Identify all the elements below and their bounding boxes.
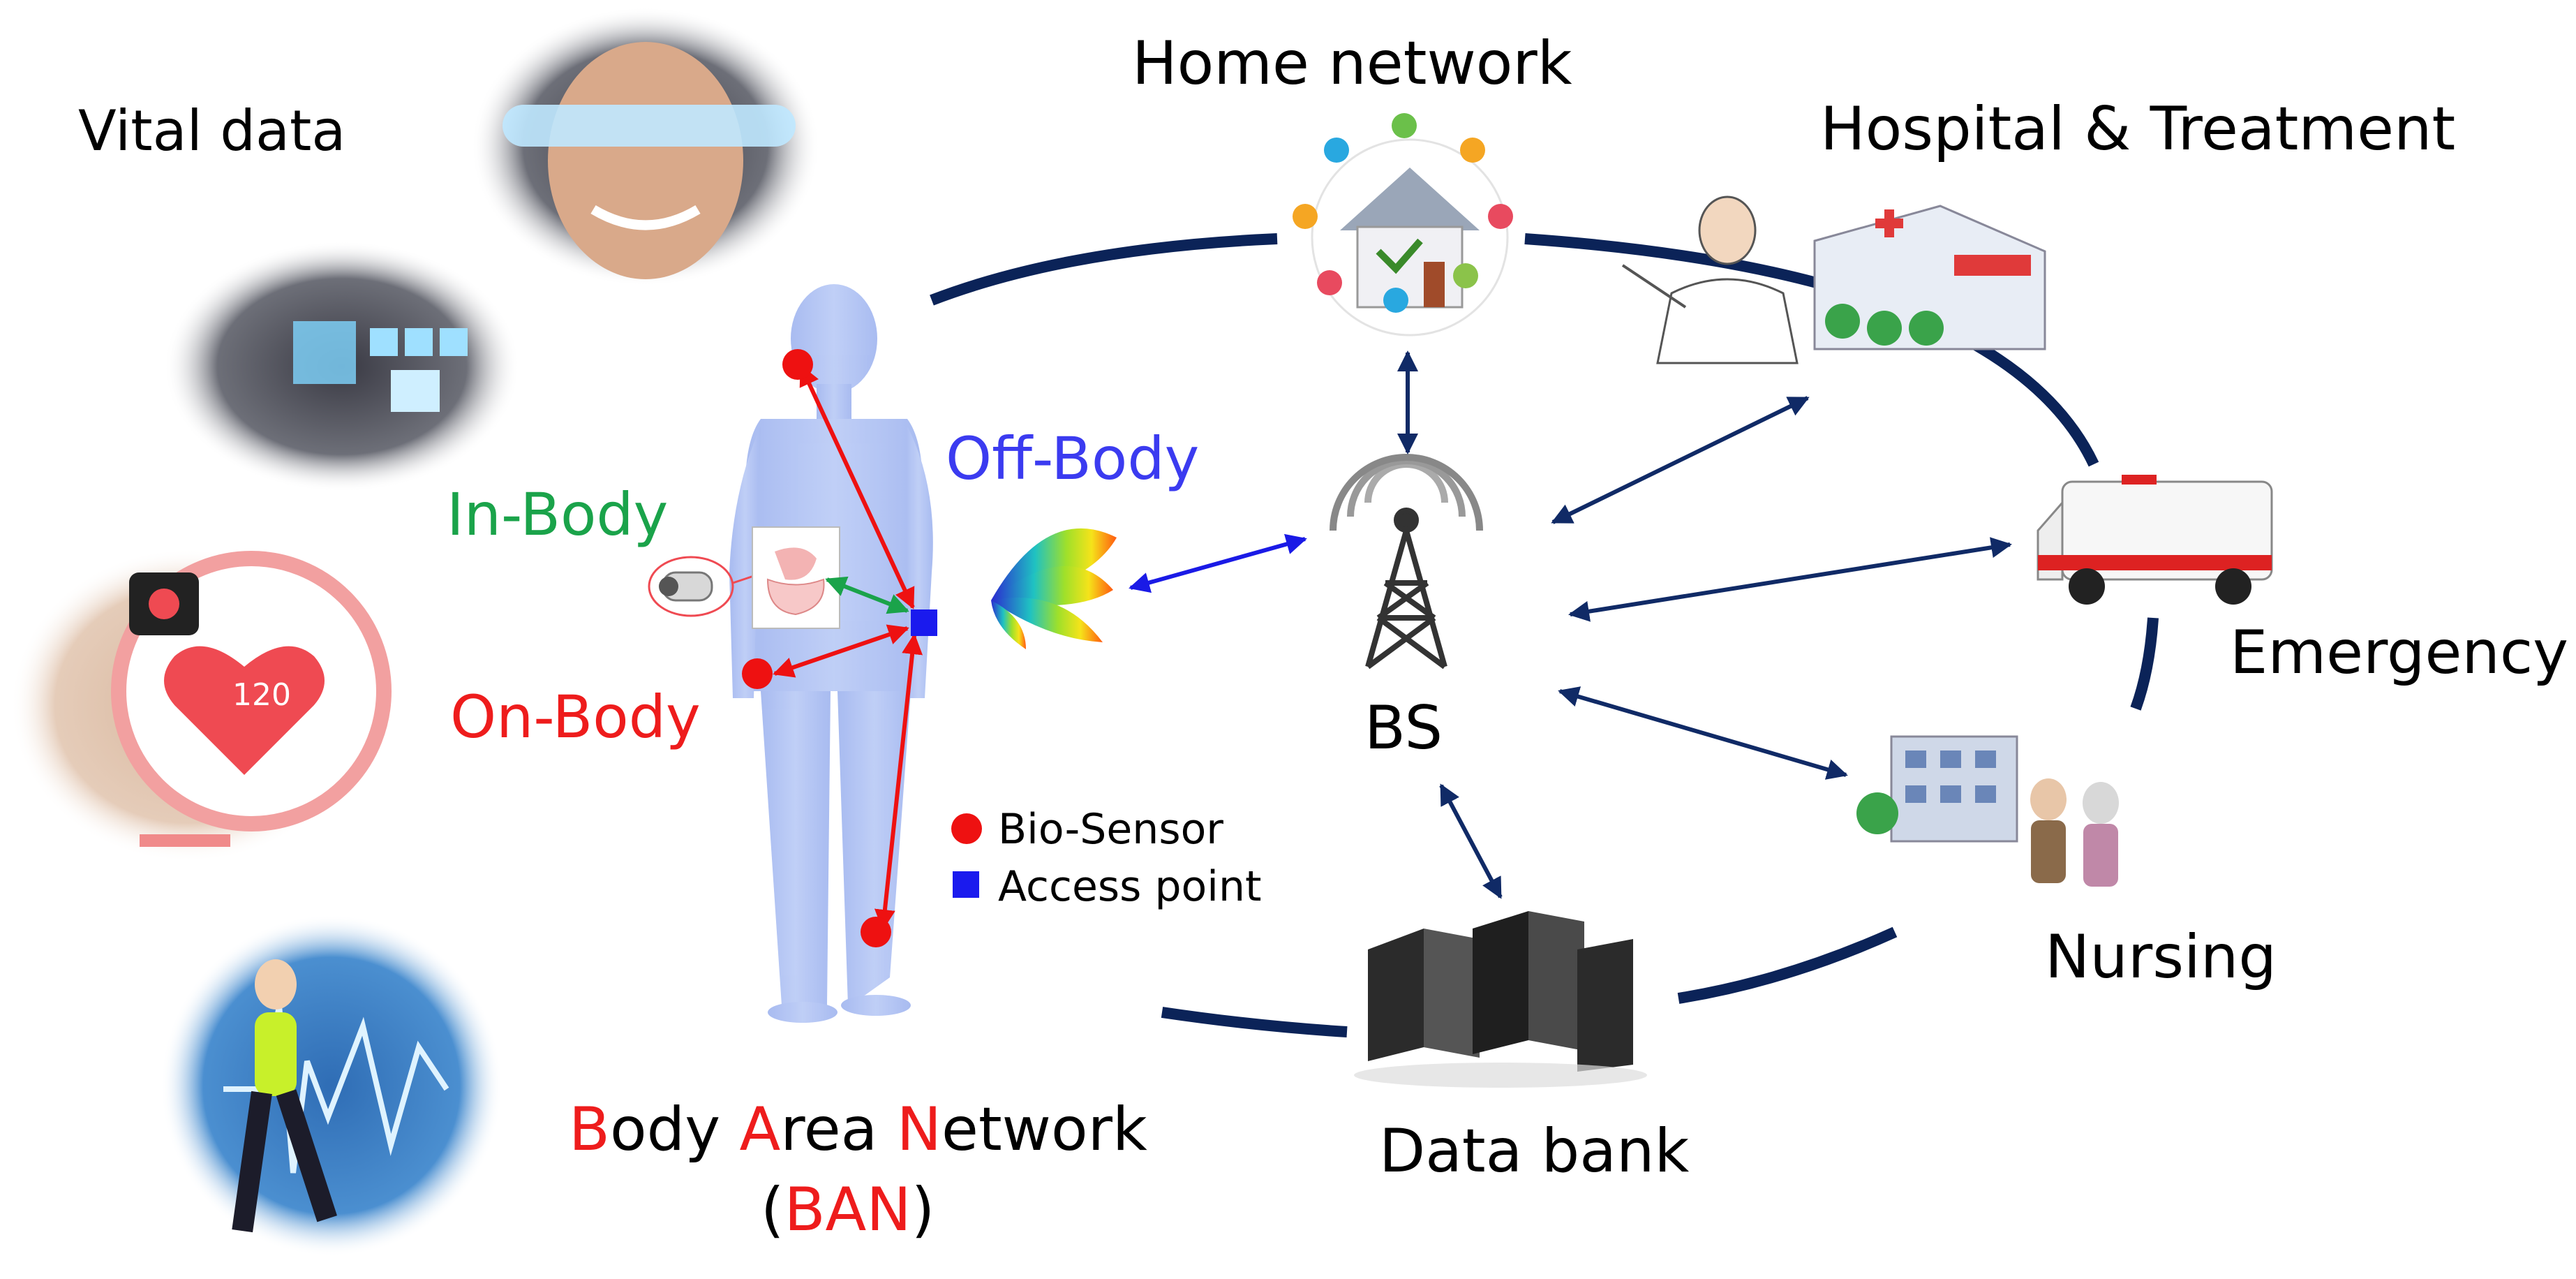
ban-initial-a: A [739, 1095, 781, 1165]
ring-segment-bottom-left [1161, 1007, 1348, 1037]
on-body-label: On-Body [450, 683, 701, 751]
ban-initial-n: N [896, 1095, 942, 1165]
vital-data-photos: 120 [10, 7, 820, 1257]
ban-title-line2: (BAN) [761, 1180, 935, 1240]
heart-rate-value: 120 [232, 677, 291, 713]
legend-bio-sensor-marker [951, 813, 982, 844]
ring-segment-top-left [930, 233, 1278, 306]
ban-word-body: ody [610, 1095, 740, 1165]
ban-title-line1: Body Area Network [569, 1100, 1147, 1160]
ambulance-icon [2037, 475, 2273, 605]
vital-data-label: Vital data [78, 98, 346, 163]
legend-access-point-marker [953, 871, 979, 898]
nursing-home-icon [1856, 735, 2119, 887]
smart-glasses-photo [471, 7, 820, 286]
ban-close-paren: ) [911, 1175, 935, 1245]
running-woman-photo [161, 915, 502, 1257]
access-point [911, 609, 937, 636]
hospital-label: Hospital & Treatment [1820, 94, 2456, 164]
body-sensors [742, 349, 937, 947]
legend-access-point-label: Access point [998, 862, 1262, 911]
in-body-label: In-Body [447, 480, 669, 549]
on-body-links [773, 364, 923, 931]
home-network-label: Home network [1132, 29, 1572, 98]
holographic-display-photo [164, 241, 520, 492]
nursing-label: Nursing [2045, 922, 2277, 992]
off-body-link [1129, 533, 1307, 593]
bio-sensor-head [782, 349, 813, 380]
ban-word-network: etwork [941, 1095, 1147, 1165]
off-body-label: Off-Body [946, 424, 1200, 493]
off-body-antenna-pattern [991, 528, 1117, 649]
ban-open-paren: ( [761, 1175, 784, 1245]
emergency-label: Emergency [2230, 618, 2569, 688]
ban-word-area: rea [780, 1095, 897, 1165]
legend-bio-sensor-label: Bio-Sensor [998, 805, 1223, 854]
base-station-tower [1330, 454, 1483, 670]
ring-segment-bottom-right [1677, 926, 1898, 1004]
hospital-icon [1621, 195, 2046, 364]
smartwatch-heartrate-photo: 120 [10, 548, 392, 862]
home-network-icon [1293, 113, 1513, 337]
ban-initial-b: B [569, 1095, 610, 1165]
bio-sensor-ankle [861, 917, 891, 947]
ring-segment-right [2130, 617, 2159, 711]
bs-label: BS [1364, 693, 1443, 763]
bio-sensor-hip [742, 658, 773, 689]
ban-abbreviation: BAN [784, 1175, 911, 1245]
legend [951, 813, 982, 898]
bs-links [1397, 350, 2012, 899]
data-bank-label: Data bank [1379, 1116, 1690, 1186]
data-bank-servers-icon [1354, 911, 1647, 1088]
network-ring [930, 233, 2159, 1037]
